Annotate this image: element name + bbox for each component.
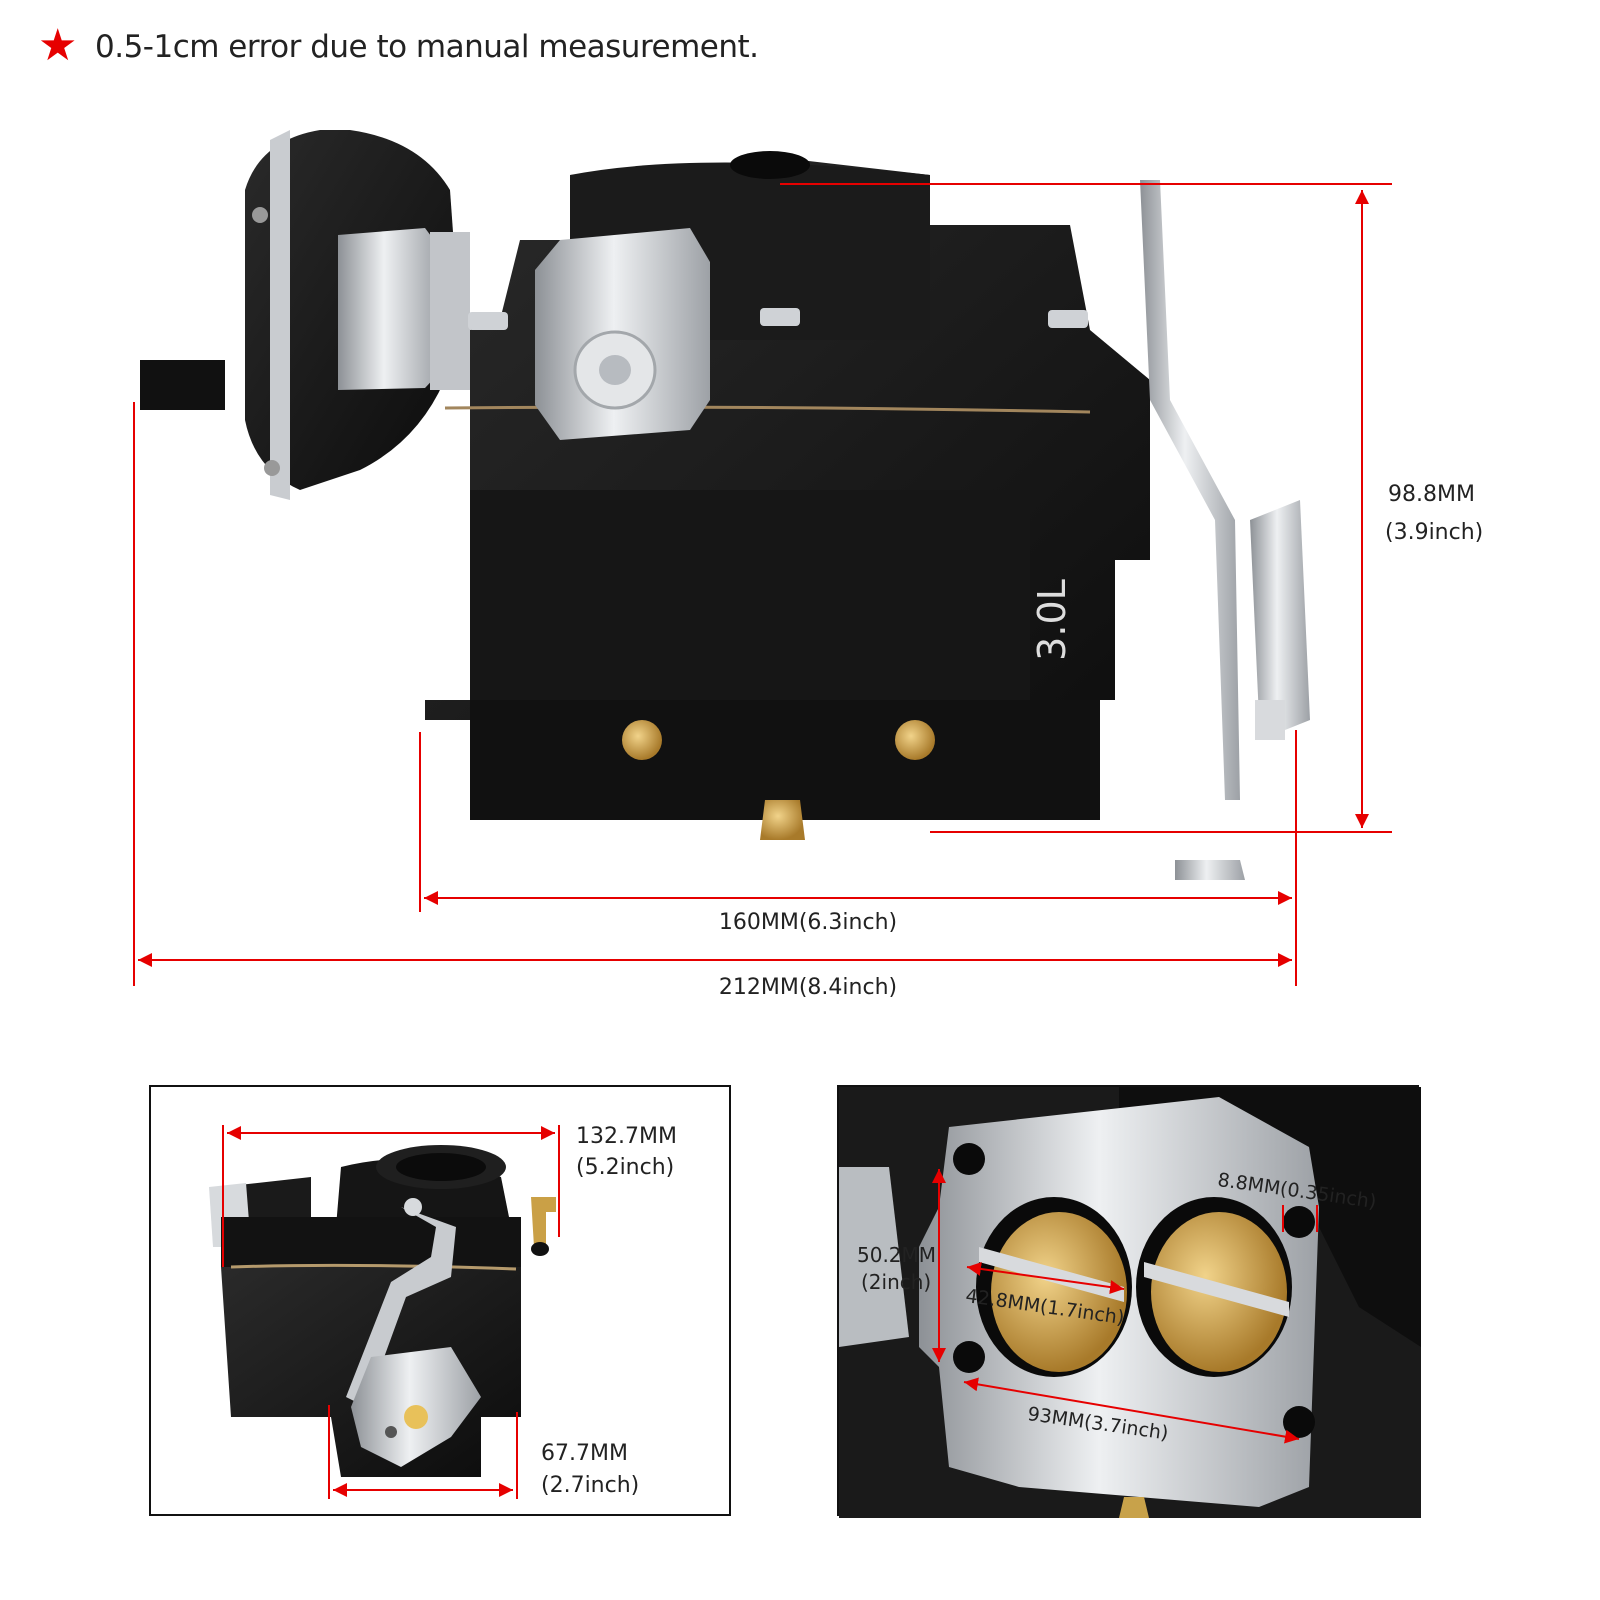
right-detail-panel: 8.8MM(0.35inch) 50.2MM (2inch) 42.8MM(1.… — [837, 1085, 1421, 1518]
top-width-inch-label: (5.2inch) — [576, 1155, 675, 1180]
left-panel-dimension-lines — [222, 1125, 560, 1499]
left-detail-panel: 132.7MM (5.2inch) 67.7MM (2.7inch) — [149, 1085, 731, 1516]
inner-width-label: 160MM(6.3inch) — [718, 910, 898, 935]
outer-width-label: 212MM(8.4inch) — [718, 975, 898, 1000]
rear-carburetor-view — [209, 1125, 560, 1499]
bottom-width-inch-label: (2.7inch) — [541, 1473, 640, 1498]
base-flange-view — [839, 1087, 1421, 1518]
top-width-mm-label: 132.7MM — [576, 1124, 677, 1149]
side-mm-label: 50.2MM — [857, 1243, 937, 1267]
height-inch-label: (3.9inch) — [1385, 520, 1484, 545]
base-flange-body — [839, 1087, 1421, 1518]
bottom-width-mm-label: 67.7MM — [541, 1441, 628, 1466]
right-panel-dimension-lines — [932, 1169, 1318, 1444]
side-inch-label: (2inch) — [861, 1270, 932, 1294]
main-dimension-lines — [133, 183, 1392, 986]
star-icon: ★ — [38, 20, 78, 71]
main-carburetor-view: 3.0L — [133, 130, 1392, 986]
carburetor-body — [140, 130, 1310, 880]
height-mm-label: 98.8MM — [1388, 482, 1475, 507]
engine-size-label: 3.0L — [1030, 579, 1074, 661]
rear-carburetor-body — [209, 1145, 556, 1477]
measurement-note: 0.5-1cm error due to manual measurement. — [95, 29, 759, 65]
